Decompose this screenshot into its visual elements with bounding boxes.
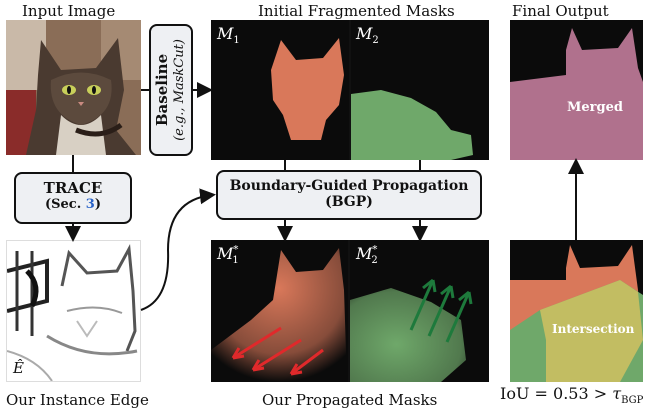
merged-output-panel: Merged <box>510 20 643 160</box>
trace-box: TRACE (Sec. 3) <box>14 172 132 224</box>
intersection-panel: Intersection <box>510 240 643 382</box>
label-m2: M2 <box>356 24 379 47</box>
baseline-box: Baseline (e.g., MaskCut) <box>149 24 193 156</box>
trace-reference: (Sec. 3) <box>45 197 101 212</box>
initial-masks-illustration <box>271 20 473 160</box>
intersection-label: Intersection <box>552 322 635 336</box>
initial-masks-panel: M1 M2 <box>211 20 489 160</box>
propagated-masks-illustration <box>211 240 473 382</box>
propagated-m2-shape <box>350 288 466 382</box>
propagated-masks-panel: M*1 M*2 <box>211 240 489 382</box>
caption-initial-masks: Initial Fragmented Masks <box>258 2 455 20</box>
merged-label: Merged <box>567 100 623 115</box>
trace-title: TRACE <box>43 179 103 197</box>
merged-mask-illustration <box>510 28 643 160</box>
cat-photo-illustration <box>6 20 141 155</box>
iou-condition: IoU = 0.53 > τBGP <box>500 384 644 407</box>
intersection-illustration <box>510 245 643 382</box>
mask-m2-shape <box>351 90 473 160</box>
propagated-m1-shape <box>211 248 347 382</box>
arrow-edge-to-bgp <box>140 188 216 311</box>
bgp-box: Boundary-Guided Propagation (BGP) <box>216 170 482 220</box>
edge-label: Ê <box>13 359 24 377</box>
label-m2-star: M*2 <box>356 244 378 267</box>
mask-m1-shape <box>271 38 344 140</box>
red-arrows <box>231 326 324 376</box>
green-arrows <box>409 278 473 343</box>
caption-instance-edge: Our Instance Edge <box>6 391 149 409</box>
caption-input-image: Input Image <box>22 2 116 20</box>
trace-section-number: 3 <box>85 197 95 212</box>
instance-edge-illustration <box>7 243 138 381</box>
caption-final-output: Final Output <box>512 2 609 20</box>
bgp-abbrev: (BGP) <box>325 194 373 210</box>
bgp-title: Boundary-Guided Propagation <box>229 178 469 194</box>
label-m1-star: M*1 <box>217 244 239 267</box>
caption-propagated-masks: Our Propagated Masks <box>262 391 438 409</box>
input-image-panel <box>6 20 141 155</box>
label-m1: M1 <box>217 24 240 47</box>
